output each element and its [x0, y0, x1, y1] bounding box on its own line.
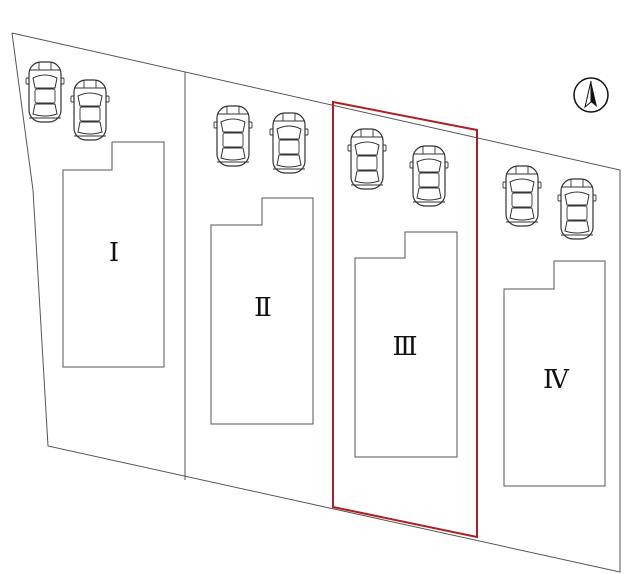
car-icon [502, 165, 542, 227]
lot-2-building-footprint [210, 197, 314, 425]
lot-2[interactable]: Ⅱ [210, 105, 314, 425]
lot-3-label: Ⅲ [392, 332, 417, 362]
site-boundary [11, 32, 621, 573]
lot-1-building-footprint [62, 141, 165, 368]
lot-1[interactable]: Ⅰ [25, 61, 165, 368]
car-icon [213, 105, 253, 167]
car-icon [70, 79, 110, 141]
lot-2-label: Ⅱ [254, 293, 272, 323]
lot-3-highlight-boundary [332, 100, 478, 539]
lot-3[interactable]: Ⅲ [347, 128, 458, 458]
lot-4-label: Ⅳ [543, 365, 570, 395]
north-arrow-icon [573, 77, 609, 113]
car-icon [269, 112, 309, 174]
car-icon [25, 61, 65, 123]
lot-1-label: Ⅰ [109, 238, 119, 268]
lot-4[interactable]: Ⅳ [502, 165, 606, 487]
lot-3-building-footprint [354, 231, 458, 458]
car-icon [409, 145, 449, 207]
car-icon [557, 178, 597, 240]
lot-4-building-footprint [503, 260, 606, 487]
car-icon [347, 128, 387, 190]
